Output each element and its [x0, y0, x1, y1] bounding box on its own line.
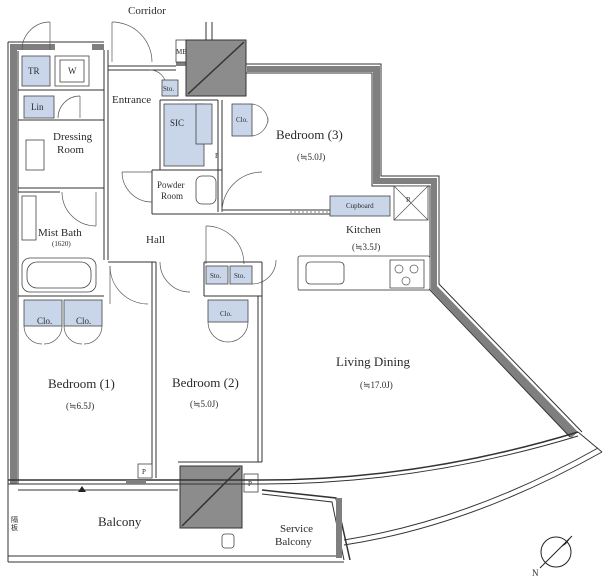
dressing-line2: Room	[57, 144, 84, 156]
service-balcony-label: Service Balcony	[275, 523, 316, 548]
kitchen-area: (≒3.5J)	[352, 242, 380, 252]
balcony-label: Balcony	[98, 514, 142, 529]
sic-label: SIC	[170, 118, 184, 128]
stove	[389, 259, 425, 289]
w-label: W	[68, 66, 77, 76]
lin-label: Lin	[31, 102, 44, 112]
powder-line2: Room	[161, 191, 183, 201]
dressing-line1: Dressing	[53, 131, 93, 143]
powder-room-label: Powder Room	[157, 180, 187, 201]
sto-hall-2-label: Sto.	[234, 272, 245, 280]
closet-bed1-right	[63, 299, 103, 327]
clo-bed1-right-label: Clo.	[76, 316, 91, 326]
clo-bed1-left-label: Clo.	[37, 316, 52, 326]
corridor-label: Corridor	[128, 5, 166, 17]
sto-entrance-label: Sto.	[163, 85, 174, 93]
clo-hall-label: Clo.	[220, 310, 232, 318]
evac-label: 隔 板	[11, 515, 20, 532]
mist-bath-label: Mist Bath	[38, 227, 82, 239]
bedroom1-area: (≒6.5J)	[66, 401, 94, 411]
tr-box	[21, 55, 51, 87]
mist-bath-size: (1620)	[52, 240, 71, 248]
linen-box	[23, 95, 55, 119]
balcony-structure	[7, 431, 603, 563]
bedroom3-area: (≒5.0J)	[297, 152, 325, 162]
balcony-drain	[221, 533, 235, 549]
sto-hall-1-label: Sto.	[210, 272, 221, 280]
p-box-bed2	[137, 463, 153, 479]
dressing-room-label: Dressing Room	[53, 131, 95, 156]
toilet	[195, 175, 217, 205]
bedroom2-area: (≒5.0J)	[190, 399, 218, 409]
hall-label: Hall	[146, 234, 165, 246]
service-line1: Service	[280, 523, 313, 535]
bedroom2-label: Bedroom (2)	[172, 375, 239, 390]
bedroom3-label: Bedroom (3)	[276, 127, 343, 142]
closet-hall	[207, 299, 249, 323]
kitchen-label: Kitchen	[346, 224, 381, 236]
exterior-walls	[10, 44, 578, 484]
storage-entrance	[161, 79, 179, 97]
powder-line1: Powder	[157, 180, 185, 190]
storage-hall-1	[205, 265, 229, 285]
dressing-counter	[25, 139, 45, 171]
kitchen-sink	[305, 261, 345, 285]
r-label: R	[406, 196, 411, 204]
living-dining-label: Living Dining	[336, 354, 411, 369]
p-box-service	[243, 473, 259, 493]
bedroom1-label: Bedroom (1)	[48, 376, 115, 391]
clo-bed3-label: Clo.	[236, 116, 248, 124]
north-arrow: N	[532, 535, 573, 578]
entrance-label: Entrance	[112, 94, 151, 106]
tr-label: TR	[28, 66, 40, 76]
p-bed2-label: P	[142, 468, 146, 476]
cupboard	[329, 195, 391, 217]
service-line2: Balcony	[275, 536, 312, 548]
north-label: N	[532, 568, 539, 578]
evac-hatch-marker	[78, 486, 86, 492]
p-sic-label: P	[215, 152, 219, 160]
storage-hall-2	[229, 265, 253, 285]
closet-bed1-left	[23, 299, 63, 327]
cupboard-label: Cupboard	[346, 202, 374, 210]
living-dining-area: (≒17.0J)	[360, 380, 393, 390]
mb-label: MB	[176, 48, 187, 56]
closet-bed3	[231, 103, 253, 137]
